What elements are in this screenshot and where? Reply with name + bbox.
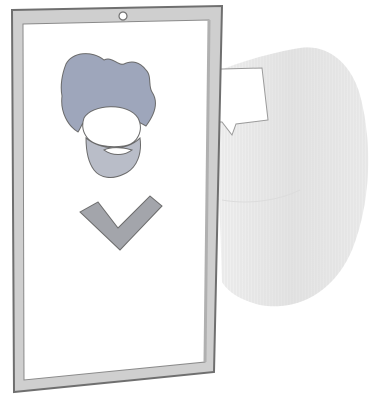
phone-illustration: [0, 0, 383, 399]
illustration-canvas: [0, 0, 383, 399]
